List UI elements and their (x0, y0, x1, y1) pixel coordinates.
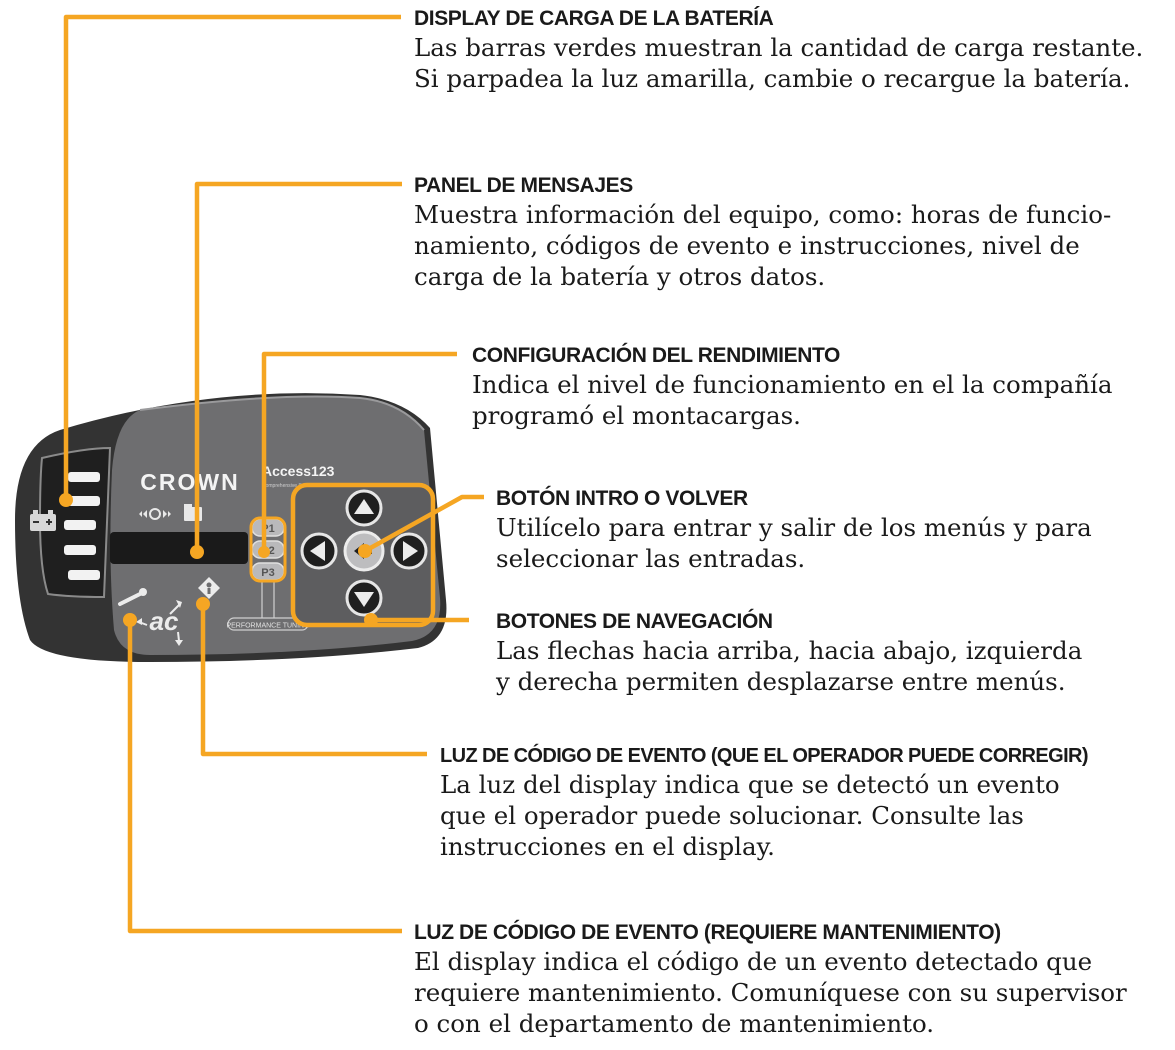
arrow-right-icon (403, 541, 418, 561)
callout-body: Las barras verdes muestran la cantidad d… (414, 32, 1143, 94)
callout-messages: PANEL DE MENSAJES Muestra información de… (414, 173, 1111, 292)
callout-title: BOTONES DE NAVEGACIÓN (496, 610, 773, 633)
callout-body: Indica el nivel de funcionamiento en el … (472, 369, 1112, 431)
leader-operator-event (200, 604, 427, 757)
battery-bar (68, 570, 100, 580)
callout-battery: DISPLAY DE CARGA DE LA BATERÍA Las barra… (414, 6, 1143, 94)
performance-tuning-label: PERFORMANCE TUNING (226, 623, 309, 630)
callout-body: Las flechas hacia arriba, hacia abajo, i… (496, 635, 1082, 697)
preset-frame (249, 516, 287, 583)
arrow-down-icon (354, 592, 374, 607)
wrench-icon (118, 588, 147, 606)
nav-right-button[interactable] (390, 532, 428, 570)
battery-bar (64, 520, 96, 530)
callout-line: namiento, códigos de evento e instruccio… (414, 231, 1080, 260)
arrow-left-icon (310, 541, 325, 561)
callout-line: o con el departamento de mantenimiento. (414, 1009, 935, 1038)
callout-line: Muestra información del equipo, como: ho… (414, 200, 1112, 229)
callout-line: instrucciones en el display. (440, 832, 775, 861)
device: CROWN Access123 Comprehensive System P1 … (15, 393, 447, 662)
callout-body: El display indica el código de un evento… (414, 946, 1127, 1039)
callout-title: LUZ DE CÓDIGO DE EVENTO (QUE EL OPERADOR… (440, 745, 1089, 767)
message-display (110, 532, 248, 564)
nav-left-button[interactable] (300, 532, 338, 570)
callout-line: El display indica el código de un evento… (414, 947, 1093, 976)
callout-title: LUZ DE CÓDIGO DE EVENTO (REQUIERE MANTEN… (414, 921, 1001, 944)
callout-performance: CONFIGURACIÓN DEL RENDIMIENTO Indica el … (472, 343, 1112, 431)
nav-down-button[interactable] (345, 579, 383, 617)
callout-line: requiere mantenimiento. Comuníquese con … (414, 978, 1127, 1007)
battery-icon (30, 510, 56, 531)
callout-line: Si parpadea la luz amarilla, cambie o re… (414, 64, 1131, 93)
leader-dots (59, 493, 378, 627)
leader-performance (261, 351, 457, 552)
callout-title: PANEL DE MENSAJES (414, 174, 633, 197)
callout-service-event: LUZ DE CÓDIGO DE EVENTO (REQUIERE MANTEN… (414, 920, 1127, 1039)
battery-bars (64, 472, 100, 580)
callout-line: carga de la batería y otros datos. (414, 262, 826, 291)
callout-title: BOTÓN INTRO O VOLVER (496, 487, 748, 510)
callout-line: que el operador puede solucionar. Consul… (440, 801, 1024, 830)
leader-service-event (127, 620, 402, 934)
callout-line: seleccionar las entradas. (496, 544, 806, 573)
battery-bar (64, 545, 96, 555)
callout-body: Muestra información del equipo, como: ho… (414, 199, 1111, 292)
callout-line: Indica el nivel de funcionamiento en el … (472, 370, 1113, 399)
arrow-up-icon (354, 499, 374, 514)
leader-messages (194, 181, 402, 552)
battery-bar (68, 472, 100, 482)
operator-icon (198, 577, 220, 599)
callout-operator-event: LUZ DE CÓDIGO DE EVENTO (QUE EL OPERADOR… (440, 743, 1089, 862)
leader-enter (363, 494, 484, 553)
leader-battery (63, 14, 401, 500)
product-subtitle: Comprehensive System (262, 483, 315, 489)
callout-line: y derecha permiten desplazarse entre men… (496, 667, 1066, 696)
callout-title: DISPLAY DE CARGA DE LA BATERÍA (414, 7, 774, 30)
callout-line: La luz del display indica que se detectó… (440, 770, 1060, 799)
horn-icon (139, 508, 171, 520)
navigation-frame (290, 482, 436, 628)
callout-title: CONFIGURACIÓN DEL RENDIMIENTO (472, 344, 840, 367)
battery-bar (68, 496, 100, 506)
callout-enter: BOTÓN INTRO O VOLVER Utilícelo para entr… (496, 486, 1092, 574)
ac-indicator: ac (136, 600, 183, 646)
callout-line: programó el montacargas. (472, 401, 801, 430)
callout-body: Utilícelo para entrar y salir de los men… (496, 512, 1092, 574)
callout-line: Las flechas hacia arriba, hacia abajo, i… (496, 636, 1083, 665)
callout-body: La luz del display indica que se detectó… (440, 769, 1088, 862)
brand-logo: CROWN (140, 469, 239, 495)
callout-line: Utilícelo para entrar y salir de los men… (496, 513, 1092, 542)
callout-line: Las barras verdes muestran la cantidad d… (414, 33, 1144, 62)
nav-up-button[interactable] (345, 489, 383, 527)
callout-navigation: BOTONES DE NAVEGACIÓN Las flechas hacia … (496, 609, 1082, 697)
product-logo: Access123 (262, 463, 335, 479)
leader-lines (63, 14, 484, 934)
preset-p3-label: P3 (261, 567, 274, 579)
